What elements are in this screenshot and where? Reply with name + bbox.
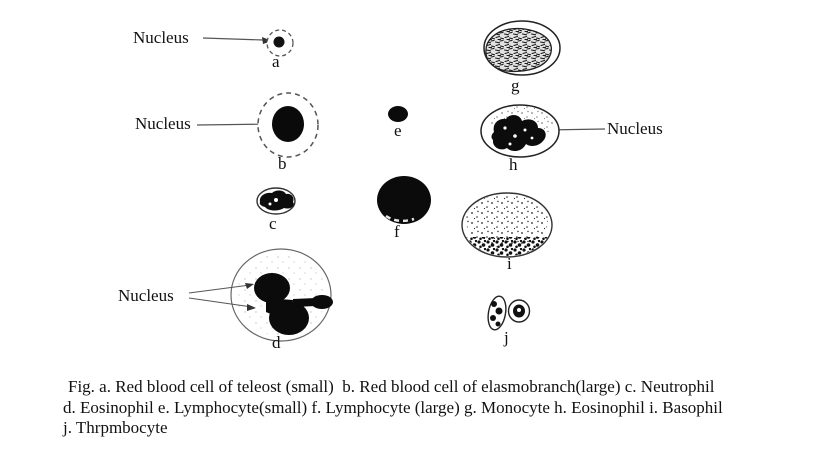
cell-letter-e: e [394, 121, 402, 140]
nucleus-pointer-line-a [202, 37, 264, 41]
nucleus-pointer-line-d2 [188, 297, 253, 308]
arrowhead-d2 [247, 304, 256, 311]
cell-drawings [188, 20, 606, 342]
cell-letter-a: a [272, 52, 280, 71]
cell-e-drawing [388, 106, 408, 122]
cell-d-drawing [188, 248, 333, 342]
caption-line-2: d. Eosinophil e. Lymphocyte(small) f. Ly… [63, 397, 723, 417]
cell-letter-g: g [511, 76, 520, 95]
cell-c-drawing [256, 187, 296, 215]
nucleus-label-h: Nucleus [607, 119, 663, 138]
cell-b-drawing [196, 92, 319, 158]
cell-letter-b: b [278, 154, 287, 173]
cell-letter-i: i [507, 254, 512, 273]
cell-letter-f: f [394, 222, 400, 241]
cell-f-drawing [377, 176, 431, 224]
cell-letter-h: h [509, 155, 518, 174]
nucleus-label-a: Nucleus [133, 28, 189, 47]
cell-j-drawing [487, 295, 531, 331]
cell-letter-d: d [272, 333, 281, 352]
nucleus-label-b: Nucleus [135, 114, 191, 133]
cell-i-drawing [461, 192, 553, 258]
cell-a-drawing [202, 29, 294, 57]
nucleus-label-d: Nucleus [118, 286, 174, 305]
figure-caption: Fig. a. Red blood cell of teleost (small… [63, 377, 813, 439]
cell-h-drawing [480, 104, 606, 158]
arrowhead-d1 [245, 283, 254, 289]
cell-g-drawing [483, 20, 561, 76]
nucleus-pointer-line-d1 [188, 284, 251, 294]
caption-line-3: j. Thrpmbocyte [63, 418, 168, 437]
cell-letter-j: j [504, 328, 509, 347]
caption-line-1: Fig. a. Red blood cell of teleost (small… [68, 377, 715, 396]
cell-letter-c: c [269, 214, 277, 233]
